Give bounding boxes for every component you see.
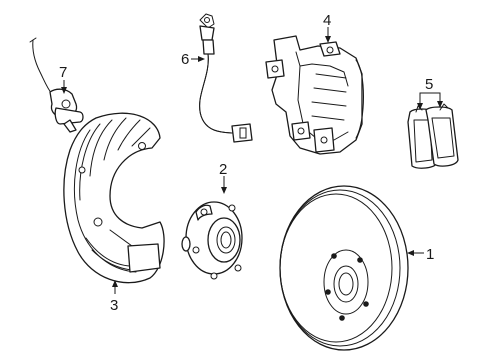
callout-5-label: 5 xyxy=(425,76,433,93)
abs-sensor-part xyxy=(29,37,84,133)
brake-pads-part xyxy=(407,103,459,169)
callout-1: 1 xyxy=(407,246,434,263)
callout-2-arrow xyxy=(221,187,227,194)
callout-3-label: 3 xyxy=(110,297,118,314)
callout-4: 4 xyxy=(323,12,331,43)
brake-hose-part xyxy=(199,13,253,143)
brake-rotor-part xyxy=(279,185,409,351)
caliper-part xyxy=(265,35,364,155)
callout-5-leader xyxy=(419,92,441,106)
callout-2: 2 xyxy=(219,161,227,194)
splash-shield-part xyxy=(63,112,165,284)
callout-4-label: 4 xyxy=(323,12,331,29)
callout-1-label: 1 xyxy=(426,246,434,263)
callout-6-arrow xyxy=(198,56,205,62)
hub-part xyxy=(181,201,243,280)
callout-7: 7 xyxy=(59,64,67,94)
callout-5-arrow-right xyxy=(437,101,443,108)
callout-2-label: 2 xyxy=(219,161,227,178)
callout-1-arrow xyxy=(407,250,414,256)
callout-7-arrow xyxy=(61,87,67,94)
callout-4-arrow xyxy=(325,36,331,43)
callout-3: 3 xyxy=(110,280,118,314)
callout-5-arrow-left xyxy=(417,103,423,110)
callout-7-label: 7 xyxy=(59,64,67,81)
callout-6: 6 xyxy=(181,51,205,68)
callout-3-arrow xyxy=(112,280,118,287)
callout-6-label: 6 xyxy=(181,51,189,68)
callout-5: 5 xyxy=(417,76,443,110)
